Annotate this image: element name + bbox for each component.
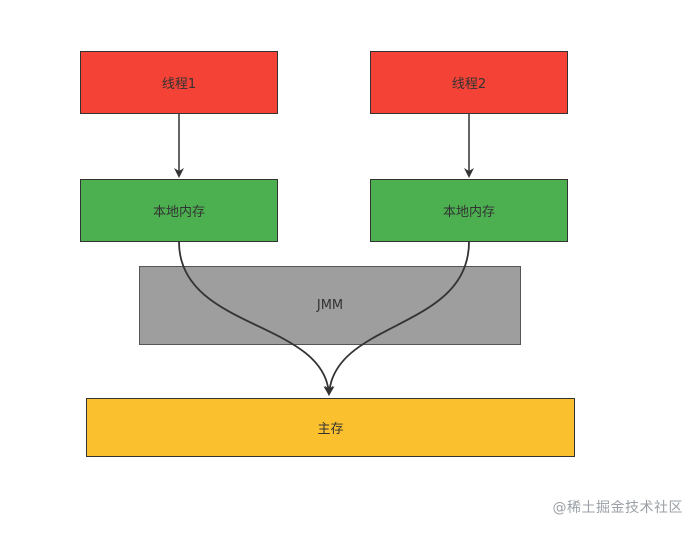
watermark: @稀土掘金技术社区 [552, 500, 683, 516]
main-memory-label: 主存 [317, 422, 344, 437]
local-memory-1-box: 本地内存 [80, 179, 278, 242]
local-memory-1-label: 本地内存 [152, 205, 205, 220]
local-memory-2-box: 本地内存 [370, 179, 568, 242]
thread-1-label: 线程1 [161, 77, 197, 92]
jmm-label: JMM [316, 298, 344, 313]
jmm-box: JMM [139, 266, 521, 345]
thread-2-box: 线程2 [370, 51, 568, 114]
thread-2-label: 线程2 [451, 77, 487, 92]
main-memory-box: 主存 [86, 398, 575, 457]
local-memory-2-label: 本地内存 [442, 205, 495, 220]
thread-1-box: 线程1 [80, 51, 278, 114]
